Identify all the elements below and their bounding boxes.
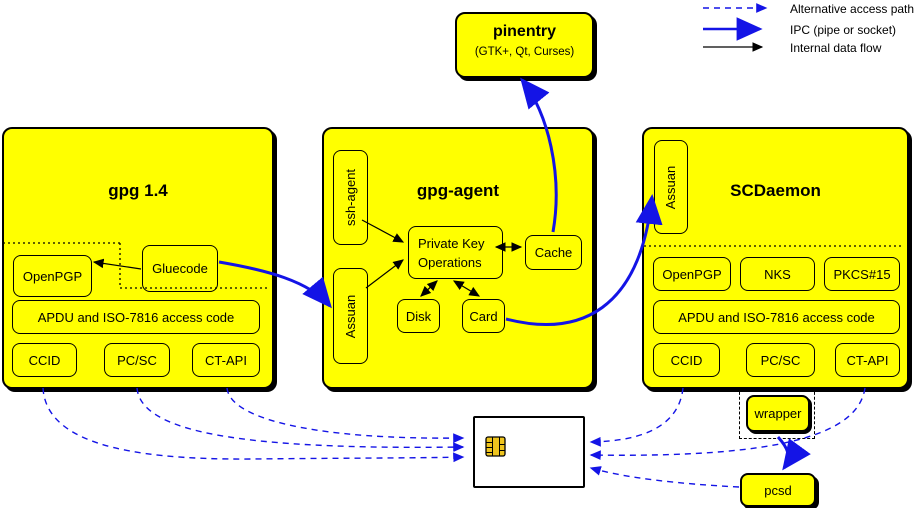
gpg-agent-title: gpg-agent: [416, 181, 500, 200]
gpg14-openpgp-label: OpenPGP: [22, 268, 83, 284]
gpg14-ccid-label: CCID: [28, 352, 61, 368]
scdaemon-ccid-label: CCID: [670, 352, 703, 368]
wrapper-label: wrapper: [754, 406, 802, 421]
gpg-agent-ssh-agent-node: ssh-agent: [333, 150, 368, 245]
alt-pcsd-to-card: [589, 466, 740, 488]
scdaemon-openpgp-node: OpenPGP: [653, 257, 731, 291]
private-key-label: Private Key: [418, 235, 485, 251]
scdaemon-apdu-label: APDU and ISO-7816 access code: [678, 309, 875, 325]
ipc-wrapper-to-pcsd: [776, 435, 811, 471]
gpg14-apdu-node: APDU and ISO-7816 access code: [12, 300, 260, 334]
pinentry-box: pinentry (GTK+, Qt, Curses): [455, 12, 594, 78]
gpg-agent-assuan-node: Assuan: [333, 268, 368, 364]
scdaemon-title: SCDaemon: [730, 181, 821, 200]
scdaemon-pkcs15-node: PKCS#15: [824, 257, 900, 291]
private-key-operations-node: Private Key Operations: [408, 226, 503, 279]
scdaemon-nks-node: NKS: [740, 257, 815, 291]
gpg-agent-assuan-label: Assuan: [343, 294, 358, 338]
scdaemon-nks-label: NKS: [764, 266, 791, 282]
legend-internal-label: Internal data flow: [790, 41, 882, 55]
operations-label: Operations: [418, 254, 482, 270]
gpg14-apdu-label: APDU and ISO-7816 access code: [37, 309, 235, 325]
scdaemon-pkcs15-label: PKCS#15: [833, 266, 891, 282]
disk-label: Disk: [405, 308, 432, 324]
scdaemon-ctapi-node: CT-API: [835, 343, 900, 377]
scdaemon-ctapi-label: CT-API: [846, 352, 889, 368]
disk-node: Disk: [397, 299, 440, 333]
alt-gpg14-ctapi-to-card: [226, 387, 465, 444]
scdaemon-assuan-node: Assuan: [654, 140, 688, 234]
pcsd-node: pcsd: [740, 473, 816, 507]
pcsd-label: pcsd: [764, 482, 792, 498]
legend-ipc-label: IPC (pipe or socket): [790, 23, 897, 37]
scdaemon-assuan-label: Assuan: [663, 165, 679, 209]
legend-alternative-label: Alternative access paths: [790, 2, 914, 16]
gpg14-pcsc-node: PC/SC: [104, 343, 170, 377]
smartcard: [473, 416, 585, 488]
scdaemon-pcsc-label: PC/SC: [760, 352, 801, 368]
gpg14-ctapi-node: CT-API: [192, 343, 260, 377]
ssh-agent-label: ssh-agent: [343, 168, 358, 227]
cache-label: Cache: [534, 245, 573, 260]
pinentry-title: pinentry: [492, 23, 557, 40]
cache-node: Cache: [525, 235, 582, 270]
scdaemon-openpgp-label: OpenPGP: [662, 266, 722, 282]
scdaemon-apdu-node: APDU and ISO-7816 access code: [653, 300, 900, 334]
gpg14-openpgp-node: OpenPGP: [13, 255, 92, 297]
card-node: Card: [462, 299, 505, 333]
card-label: Card: [469, 308, 498, 324]
alt-scdaemon-ctapi-to-card: [589, 387, 866, 461]
gpg14-title: gpg 1.4: [108, 181, 168, 200]
scdaemon-pcsc-node: PC/SC: [746, 343, 815, 377]
alt-scdaemon-ccid-to-card: [589, 387, 684, 447]
gpg14-ccid-node: CCID: [12, 343, 77, 377]
wrapper-node: wrapper: [746, 395, 810, 432]
alt-gpg14-pcsc-to-card: [136, 387, 465, 453]
gpg14-gluecode-node: Gluecode: [142, 245, 218, 292]
gpg14-pcsc-label: PC/SC: [117, 352, 157, 368]
scdaemon-ccid-node: CCID: [653, 343, 720, 377]
alt-gpg14-ccid-to-card: [42, 387, 465, 463]
gpg14-gluecode-label: Gluecode: [152, 261, 208, 276]
pinentry-subtitle: (GTK+, Qt, Curses): [474, 46, 575, 58]
gpg14-ctapi-label: CT-API: [205, 352, 247, 368]
